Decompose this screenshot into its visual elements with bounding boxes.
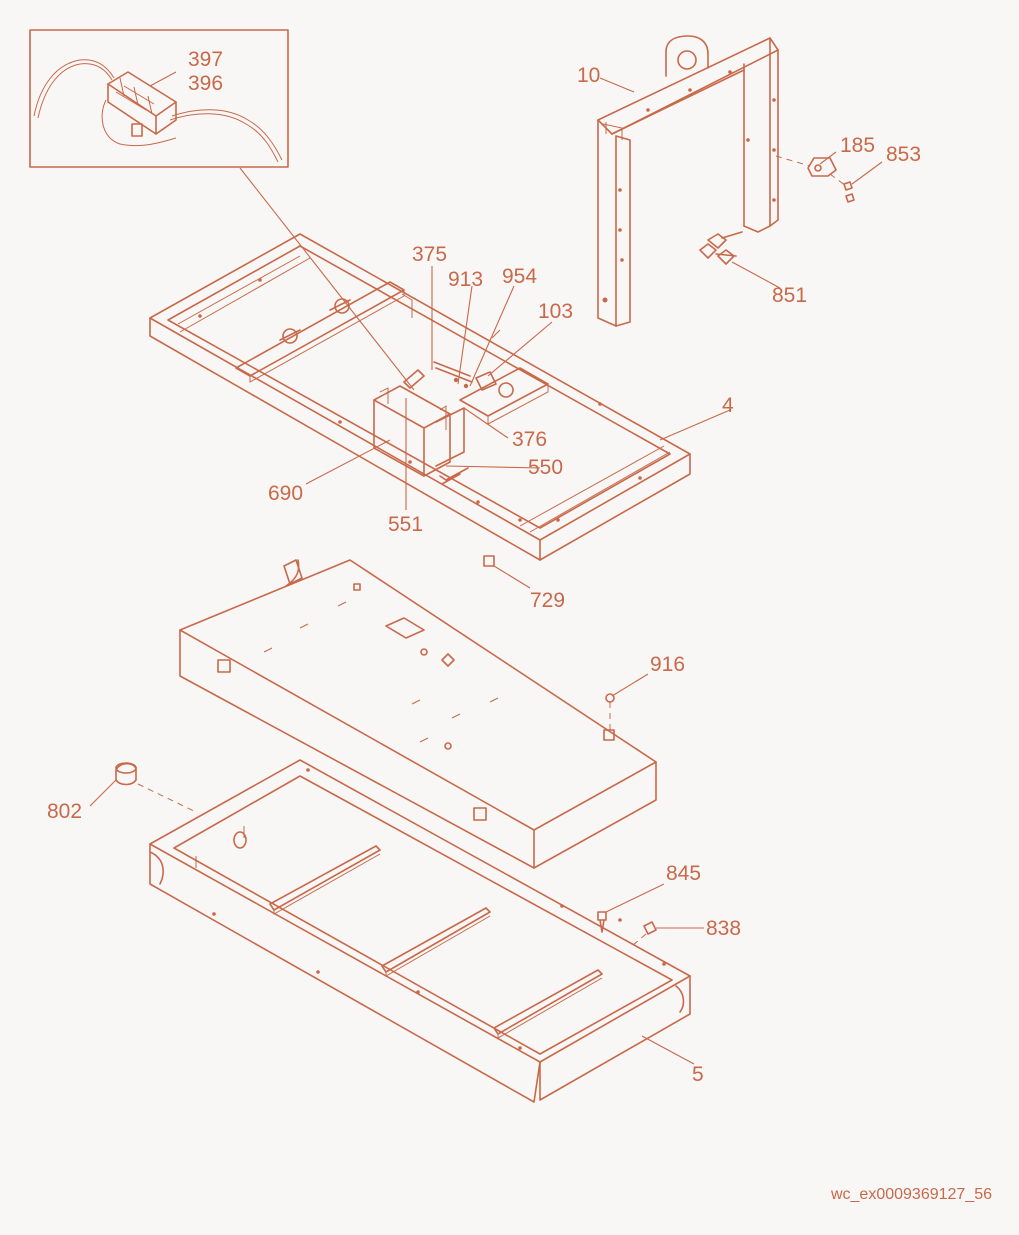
connector-detail-inset [29,29,289,168]
callout-4: 4 [722,394,734,417]
callout-954: 954 [502,265,537,288]
base-tray [149,759,691,1103]
clamp-and-nuts [775,155,855,203]
callout-851: 851 [772,284,807,307]
callout-397: 397 [188,48,223,71]
callout-376: 376 [512,428,547,451]
callout-838: 838 [706,917,741,940]
leader-lines [89,77,883,1065]
callout-396: 396 [188,72,223,95]
callout-labels: 397 396 10 185 853 851 375 913 954 103 4… [47,48,921,1086]
callout-690: 690 [268,482,303,505]
connector-housing [107,71,177,137]
grommet [115,762,197,813]
callout-5: 5 [692,1063,704,1086]
fastener-916 [603,693,615,741]
callout-853: 853 [886,143,921,166]
callout-103: 103 [538,300,573,323]
small-square-part [483,555,495,567]
screws [597,911,657,947]
callout-550: 550 [528,456,563,479]
upper-frame [149,233,691,561]
lifting-bail [597,35,779,327]
callout-729: 729 [530,589,565,612]
callout-916: 916 [650,653,685,676]
callout-551: 551 [388,513,423,536]
callout-845: 845 [666,862,701,885]
cover-box [179,559,657,869]
callout-185: 185 [840,134,875,157]
callout-802: 802 [47,800,82,823]
bracket-assembly [373,361,497,485]
callout-913: 913 [448,268,483,291]
callout-10: 10 [577,64,600,87]
diagram-reference-code: wc_ex0009369127_56 [830,1186,992,1203]
callout-375: 375 [412,243,447,266]
bolts [699,231,743,265]
